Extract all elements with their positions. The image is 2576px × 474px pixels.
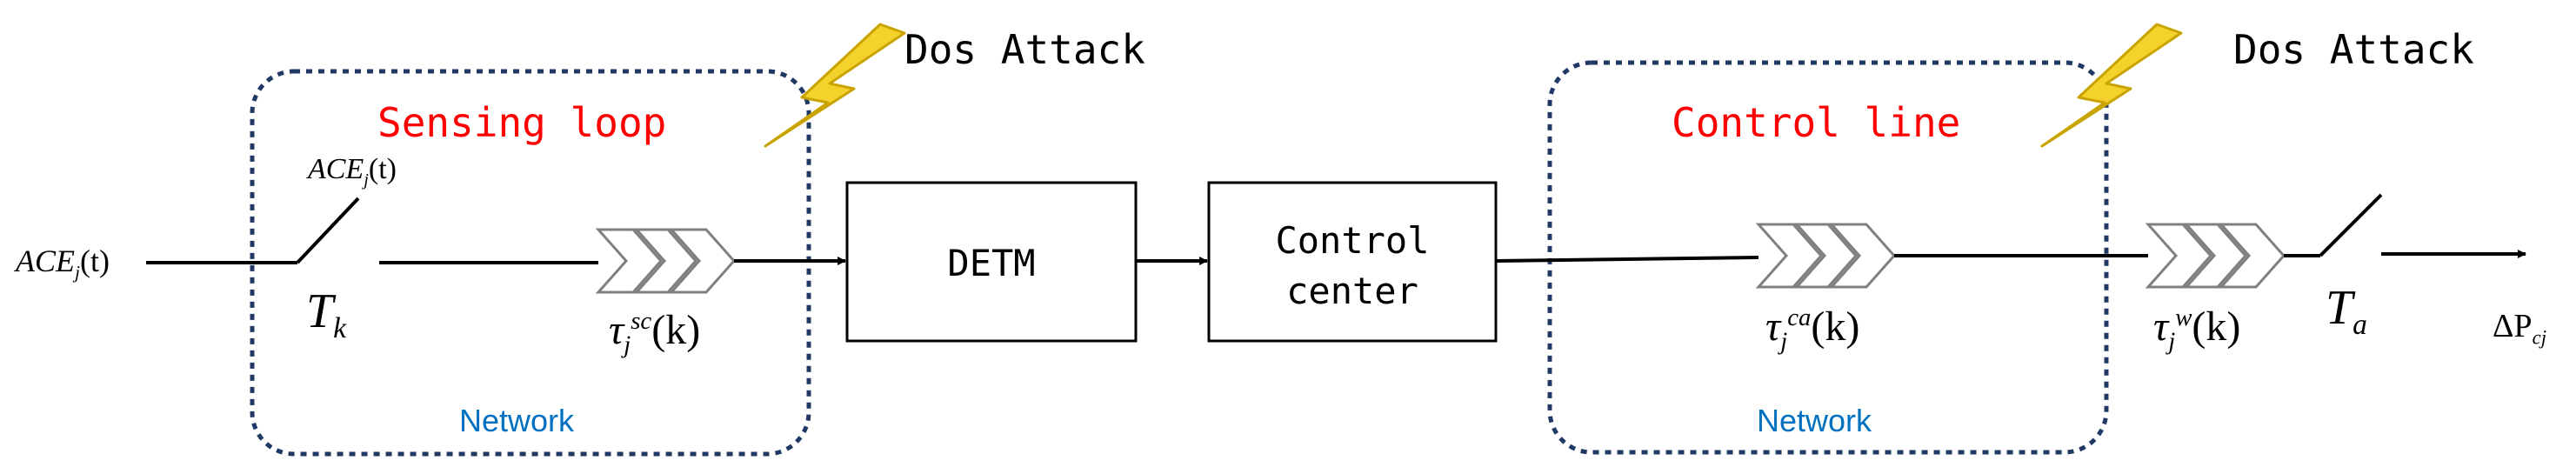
switch-a-blade — [2319, 193, 2383, 257]
control-center-block — [1207, 181, 1498, 343]
delay-ca-label: τjca(k) — [1765, 304, 1860, 356]
detm-label: DETM — [947, 242, 1036, 284]
delay-chevron-icon — [2145, 223, 2286, 289]
control-attack-label: Dos Attack — [2233, 26, 2474, 73]
detm-block — [845, 181, 1138, 343]
sensing-network-label: Network — [459, 403, 575, 438]
control-line-title: Control line — [1672, 99, 1961, 146]
control-wire — [1495, 256, 1759, 263]
switch-k-top-label: ACEj(t) — [308, 153, 397, 190]
switch-k-blade — [296, 197, 360, 264]
input-label: ACEj(t) — [16, 244, 110, 284]
control-network-label: Network — [1757, 403, 1872, 438]
output-label: ΔPcj — [2493, 308, 2547, 349]
lightning-icon — [764, 23, 906, 148]
switch-a-label: Ta — [2326, 281, 2367, 342]
control-line-region — [1547, 60, 2109, 455]
sensing-loop-region — [250, 69, 811, 457]
delay-chevron-icon — [1755, 223, 1897, 289]
lightning-icon — [2040, 23, 2183, 148]
sensing-attack-label: Dos Attack — [904, 26, 1145, 73]
switch-k-label: Tk — [306, 284, 347, 345]
delay-chevron-icon — [595, 228, 737, 294]
sensing-loop-title: Sensing loop — [377, 99, 667, 146]
control-center-label: Control center — [1275, 219, 1430, 312]
delay-w-label: τjw(k) — [2153, 304, 2241, 356]
delay-sc-label: τjsc(k) — [609, 307, 701, 359]
